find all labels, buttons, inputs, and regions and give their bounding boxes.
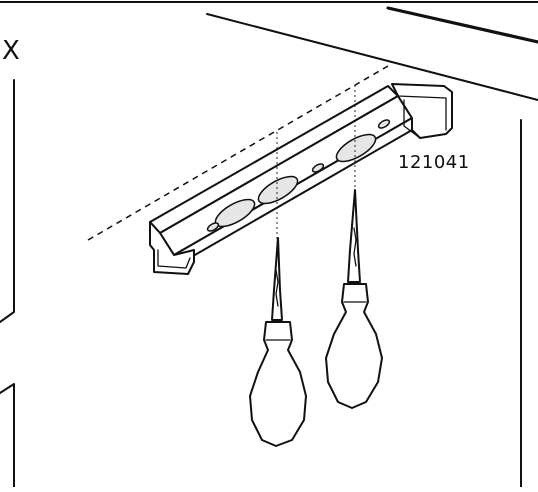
screwdriver-icon — [249, 237, 307, 447]
step-marker: X — [2, 36, 20, 66]
screwdriver-icon — [325, 189, 383, 409]
ceiling-guide-line — [87, 65, 389, 241]
mounting-rail-icon — [149, 83, 453, 275]
part-number-label: 121041 — [398, 152, 470, 173]
